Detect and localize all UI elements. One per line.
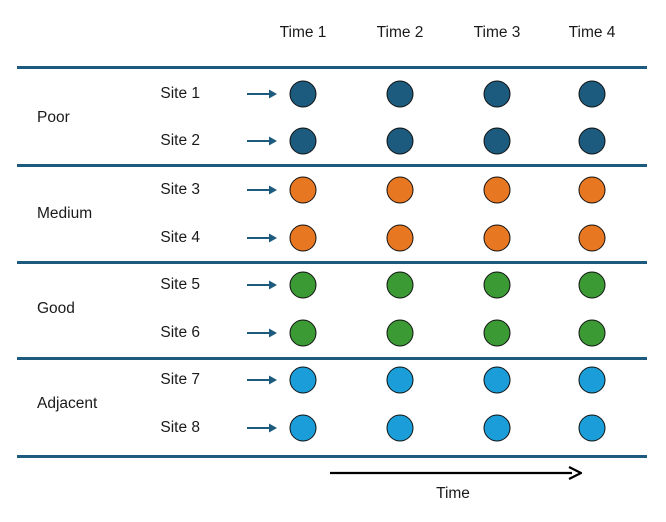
row-entry-arrow-icon: [247, 233, 277, 243]
group-label-good: Good: [37, 300, 75, 317]
node-site-5-time-2: [386, 271, 414, 299]
node-site-1-time-4: [578, 80, 606, 108]
node-site-6-time-3: [483, 319, 511, 347]
node-site-2-time-2: [386, 127, 414, 155]
node-site-6-time-4: [578, 319, 606, 347]
time-axis-arrow-icon: [330, 466, 582, 480]
column-header-time-1: Time 1: [279, 24, 327, 41]
node-site-1-time-3: [483, 80, 511, 108]
group-label-adjacent: Adjacent: [37, 395, 98, 412]
node-site-7-time-3: [483, 366, 511, 394]
node-site-7-time-4: [578, 366, 606, 394]
site-label-site-6: Site 6: [160, 324, 200, 341]
time-axis-label: Time: [436, 485, 470, 502]
row-entry-arrow-icon: [247, 423, 277, 433]
node-site-8-time-2: [386, 414, 414, 442]
node-site-6-time-2: [386, 319, 414, 347]
site-label-site-2: Site 2: [160, 132, 200, 149]
row-entry-arrow-icon: [247, 375, 277, 385]
node-site-4-time-2: [386, 224, 414, 252]
column-header-time-3: Time 3: [473, 24, 521, 41]
node-site-1-time-1: [289, 80, 317, 108]
node-site-2-time-3: [483, 127, 511, 155]
node-site-2-time-1: [289, 127, 317, 155]
node-site-4-time-4: [578, 224, 606, 252]
separator-line-2: [17, 164, 647, 167]
row-entry-arrow-icon: [247, 280, 277, 290]
node-site-8-time-3: [483, 414, 511, 442]
column-header-time-2: Time 2: [376, 24, 424, 41]
separator-line-4: [17, 357, 647, 360]
site-label-site-5: Site 5: [160, 276, 200, 293]
row-entry-arrow-icon: [247, 328, 277, 338]
row-entry-arrow-icon: [247, 136, 277, 146]
node-site-8-time-1: [289, 414, 317, 442]
site-label-site-1: Site 1: [160, 85, 200, 102]
node-site-1-time-2: [386, 80, 414, 108]
node-site-3-time-3: [483, 176, 511, 204]
node-site-2-time-4: [578, 127, 606, 155]
group-label-poor: Poor: [37, 108, 70, 126]
group-label-medium: Medium: [37, 205, 93, 222]
row-entry-arrow-icon: [247, 185, 277, 195]
node-site-3-time-1: [289, 176, 317, 204]
node-site-4-time-3: [483, 224, 511, 252]
node-site-6-time-1: [289, 319, 317, 347]
node-site-3-time-4: [578, 176, 606, 204]
separator-line-1: [17, 66, 647, 69]
site-label-site-8: Site 8: [160, 419, 200, 436]
site-label-site-3: Site 3: [160, 181, 200, 198]
site-label-site-4: Site 4: [160, 229, 200, 246]
node-site-3-time-2: [386, 176, 414, 204]
node-site-7-time-2: [386, 366, 414, 394]
separator-line-5: [17, 455, 647, 458]
row-entry-arrow-icon: [247, 89, 277, 99]
node-site-5-time-4: [578, 271, 606, 299]
separator-line-3: [17, 261, 647, 264]
node-site-4-time-1: [289, 224, 317, 252]
site-label-site-7: Site 7: [160, 371, 200, 388]
node-site-8-time-4: [578, 414, 606, 442]
node-site-7-time-1: [289, 366, 317, 394]
node-site-5-time-3: [483, 271, 511, 299]
node-site-5-time-1: [289, 271, 317, 299]
column-header-time-4: Time 4: [568, 24, 616, 41]
